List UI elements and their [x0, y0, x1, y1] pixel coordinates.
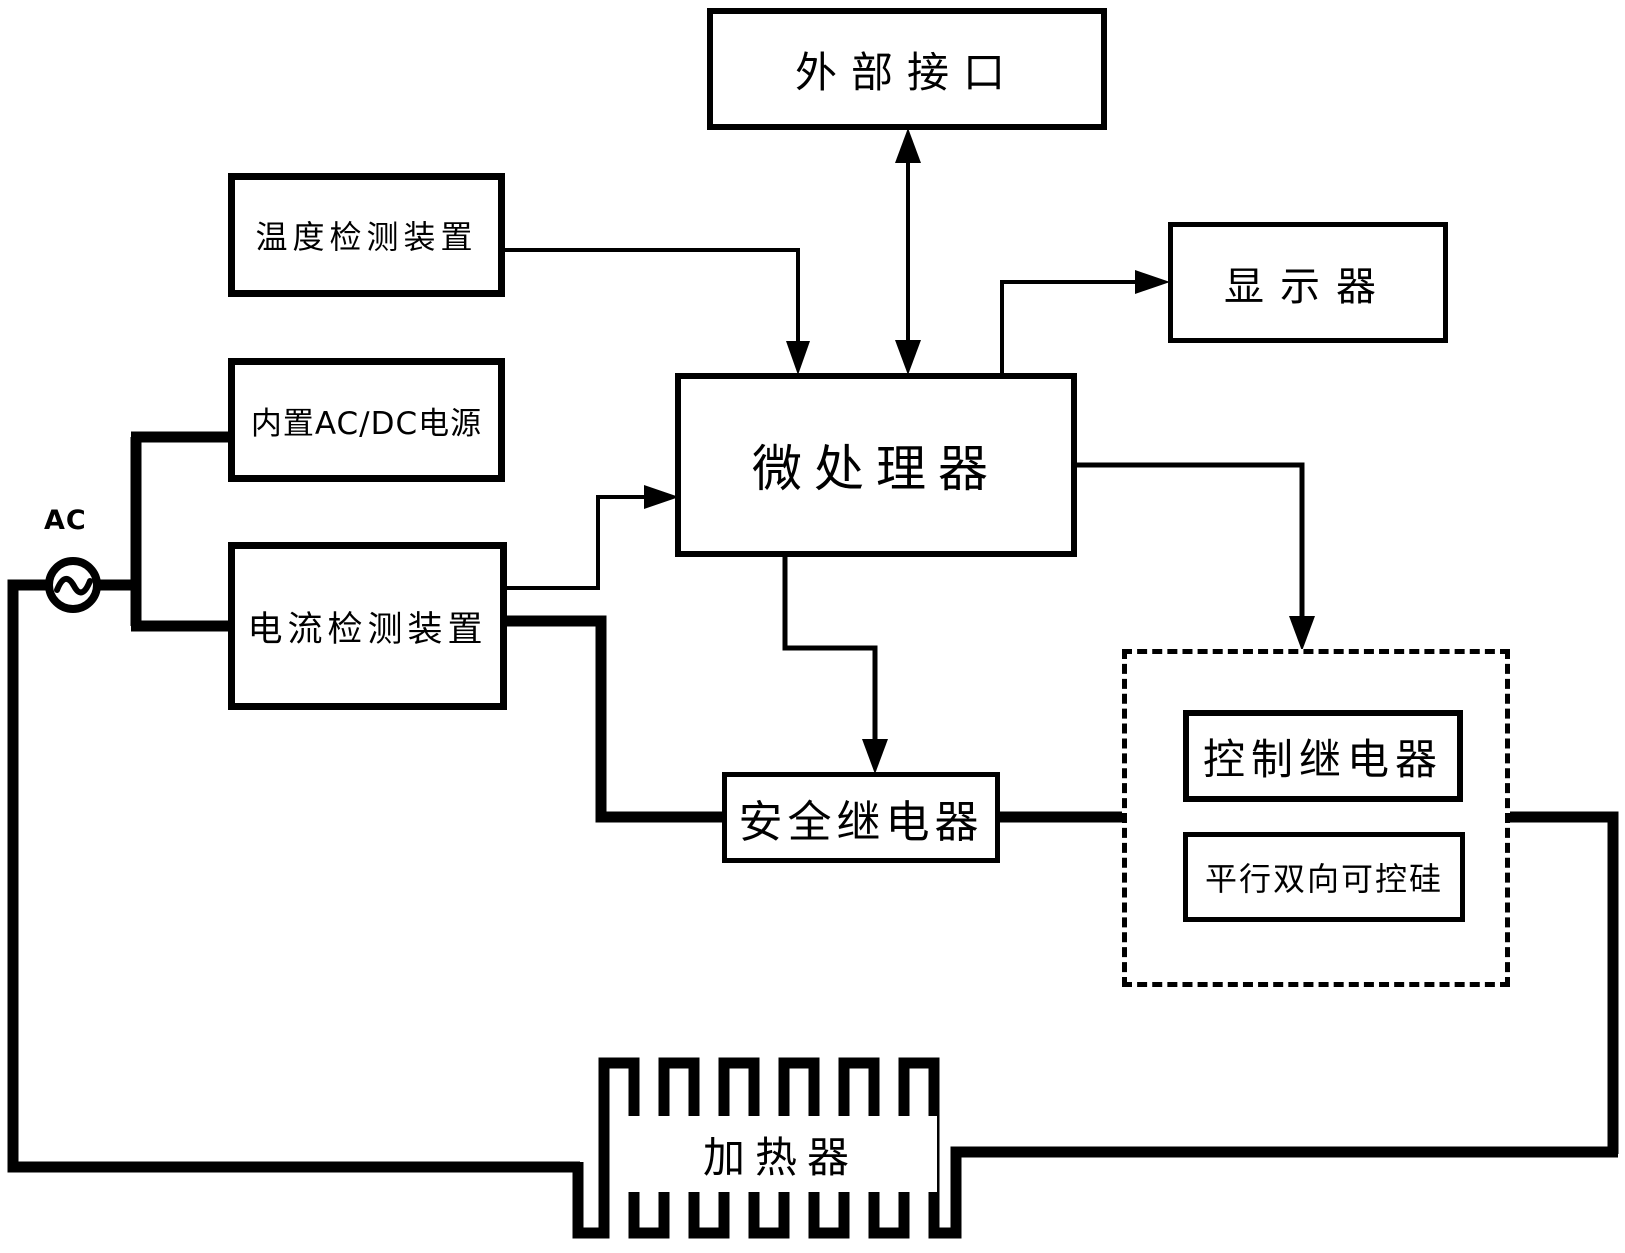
ac-source-symbol [45, 557, 101, 613]
triac-group-dashed-box [1122, 649, 1510, 987]
block-safety-relay-label: 安全继电器 [738, 796, 984, 848]
block-acdc-power-label: 内置AC/DC电源 [250, 405, 483, 442]
block-parallel-triac-label: 平行双向可控硅 [1204, 860, 1443, 898]
block-display: 显示器 [1168, 222, 1448, 343]
ac-sine-icon [54, 576, 93, 596]
arrowhead-into-microprocessor-from-external [895, 340, 921, 375]
wire-microprocessor-to-safety-relay [782, 557, 878, 742]
block-external-interface: 外部接口 [707, 8, 1107, 130]
block-current-detector: 电流检测装置 [228, 542, 507, 710]
wire-ac-left-to-heater [7, 579, 580, 1173]
block-safety-relay: 安全继电器 [722, 772, 1000, 863]
block-control-relay: 控制继电器 [1183, 710, 1463, 802]
block-microprocessor-label: 微处理器 [752, 440, 1000, 498]
block-control-relay-label: 控制继电器 [1202, 734, 1443, 784]
block-display-label: 显示器 [1224, 263, 1392, 310]
wire-ac-to-power-and-current [96, 431, 228, 632]
arrowhead-into-microprocessor-from-current [644, 485, 679, 509]
wire-temperature-to-microprocessor [505, 248, 800, 345]
ac-source-label: AC [44, 505, 87, 536]
block-parallel-triac: 平行双向可控硅 [1183, 832, 1465, 922]
wire-microprocessor-to-display [1000, 280, 1140, 373]
arrowhead-into-external-interface [895, 128, 921, 163]
block-temperature-detector-label: 温度检测装置 [255, 218, 478, 256]
block-current-detector-label: 电流检测装置 [247, 609, 488, 650]
wire-microprocessor-to-control-relay [1077, 462, 1305, 620]
block-acdc-power: 内置AC/DC电源 [228, 358, 505, 482]
block-external-interface-label: 外部接口 [794, 47, 1019, 97]
arrowhead-into-display [1135, 270, 1170, 294]
heater-label: 加热器 [625, 1116, 937, 1192]
wire-current-detector-to-microprocessor [507, 495, 648, 590]
block-microprocessor: 微处理器 [675, 373, 1077, 557]
arrowhead-into-microprocessor-from-temperature [786, 341, 810, 375]
wire-triac-group-to-heater [1508, 811, 1619, 1154]
wire-current-detector-to-safety-relay [507, 615, 722, 823]
heater-label-text: 加热器 [702, 1132, 859, 1182]
arrowhead-into-safety-relay [862, 739, 888, 774]
arrowhead-into-triac-group [1289, 616, 1315, 651]
block-temperature-detector: 温度检测装置 [228, 173, 505, 297]
